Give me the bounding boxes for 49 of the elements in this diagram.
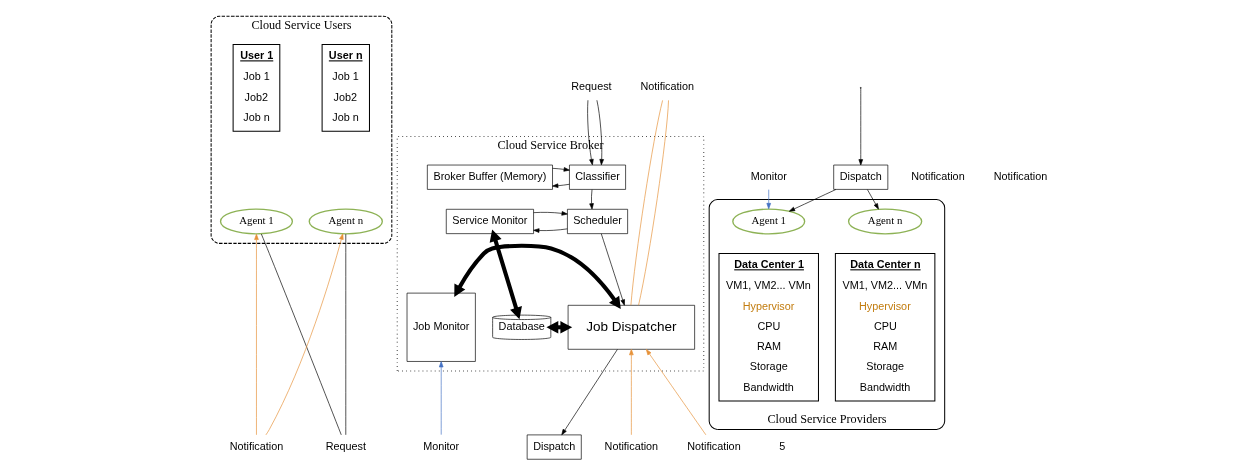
arrow [600, 233, 625, 306]
arrow [766, 189, 771, 210]
node-text: Notification [229, 439, 284, 452]
node-text: Request [571, 80, 612, 93]
connector [630, 100, 663, 306]
node-box: Data Center n VM1, VM2... VMn Hypervisor CPU RAM Storage Bandwidth [834, 253, 936, 402]
node-ellipse: Agent n [308, 208, 383, 235]
arrow [552, 167, 570, 172]
arrow [552, 183, 570, 188]
node-text: Notification [640, 80, 694, 93]
node-box: Broker Buffer (Memory) [427, 164, 553, 190]
arrow [858, 88, 863, 166]
node-text: Request [325, 439, 366, 452]
node-box: Classifier [569, 164, 626, 190]
arrow [533, 228, 568, 233]
arrow [489, 229, 522, 320]
arrow [867, 189, 879, 210]
node-box: Job Dispatcher [567, 304, 695, 350]
node-box: Dispatch [833, 164, 889, 190]
node-box: Service Monitor [445, 208, 534, 234]
arrow [629, 349, 634, 436]
node-ellipse: Agent n [847, 208, 923, 235]
arrow [788, 189, 837, 212]
label: Notification [911, 169, 965, 182]
connector [638, 100, 669, 306]
node-box: Scheduler [567, 208, 628, 234]
arrow [454, 243, 621, 309]
arrow [561, 349, 618, 436]
arrow [596, 99, 604, 166]
arrow [546, 321, 573, 334]
arrow [438, 361, 444, 435]
arrow [533, 211, 568, 216]
label: 5 [779, 439, 786, 452]
node-text: Notification [604, 439, 659, 452]
label: Notification [993, 169, 1048, 182]
node-ellipse: Agent 1 [219, 208, 294, 235]
node-text: Notification [687, 439, 741, 452]
arrow [587, 99, 594, 166]
node-box: Data Center 1 VM1, VM2... VMn Hypervisor CPU RAM Storage Bandwidth [718, 253, 819, 402]
node-box: Dispatch [526, 434, 582, 460]
node-box: Job Monitor [406, 292, 476, 362]
node-box: User 1 Job 1 Job2 Job n [232, 44, 281, 132]
node-box: User n Job 1 Job2 Job n [321, 44, 370, 132]
node-text: Monitor [750, 169, 787, 182]
arrow [254, 233, 259, 436]
node-text: Monitor [423, 439, 460, 452]
arrow [589, 189, 594, 210]
connector [345, 233, 347, 436]
arrow [645, 349, 707, 436]
